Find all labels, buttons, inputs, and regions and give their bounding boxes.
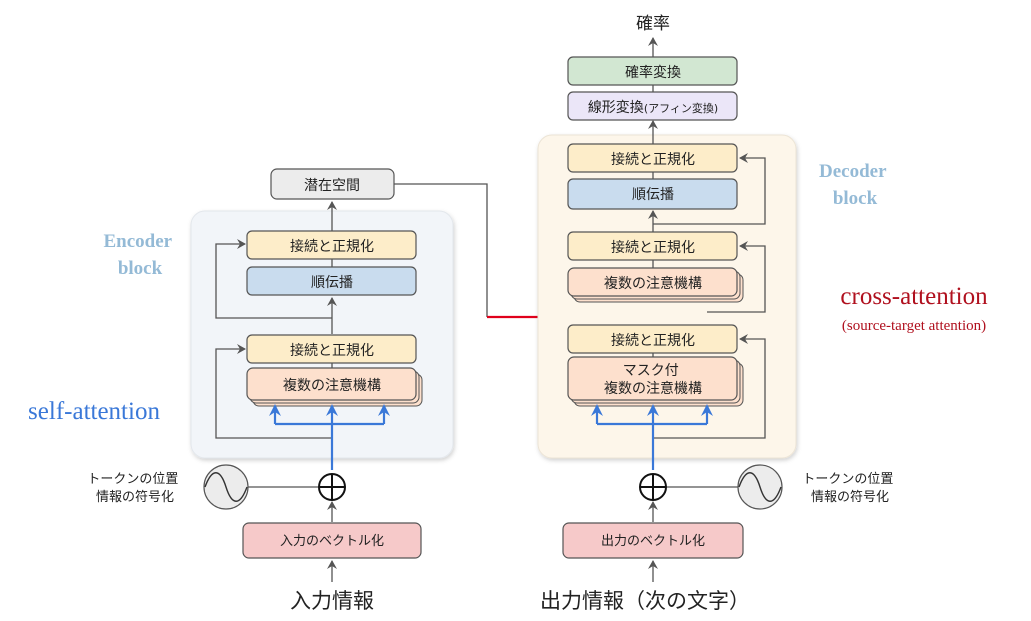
encoder-add-icon [318, 473, 346, 501]
decoder-positional-label: トークンの位置 情報の符号化 [802, 472, 897, 505]
decoder-ffn-box [567, 178, 738, 210]
decoder-cross-attention-label: 複数の注意機構 [604, 275, 702, 292]
decoder-positional-encoding-icon [737, 464, 783, 510]
cross-attention-annotation: cross-attention [840, 283, 988, 310]
linear-label: 線形変換(アフィン変換) [588, 99, 718, 116]
encoder-embedding-label: 入力のベクトル化 [280, 534, 384, 549]
decoder-masked-line2: 複数の注意機構 [604, 380, 702, 397]
encoder-residual-bottom [215, 344, 332, 439]
encoder-norm-top-label: 接続と正規化 [290, 238, 374, 255]
decoder-ffn-label: 順伝播 [632, 187, 674, 203]
encoder-norm-bottom-box [246, 334, 417, 364]
encoder-ffn-box [246, 266, 417, 296]
encoder-positional-label: トークンの位置 情報の符号化 [87, 472, 182, 505]
decoder-embedding-label: 出力のベクトル化 [601, 534, 705, 549]
decoder-residual-top [653, 153, 766, 225]
encoder-norm-bottom-label: 接続と正規化 [290, 342, 374, 359]
decoder-masked-attention-box [567, 356, 738, 401]
encoder-embedding-box [242, 522, 422, 559]
decoder-residual-middle [707, 241, 766, 313]
decoder-input-text: 出力情報（次の文字） [540, 589, 750, 613]
encoder-input-text: 入力情報 [290, 589, 374, 613]
encoder-attention-label: 複数の注意機構 [283, 377, 381, 394]
encoder-ffn-label: 順伝播 [311, 275, 353, 291]
decoder-norm-top-box [567, 143, 738, 173]
encoder-norm-top-box [246, 230, 417, 260]
decoder-norm-middle-label: 接続と正規化 [611, 239, 695, 256]
decoder-norm-middle-box [567, 231, 738, 261]
self-attention-annotation: self-attention [28, 398, 160, 425]
decoder-label-line2: block [833, 188, 878, 209]
decoder-norm-top-label: 接続と正規化 [611, 151, 695, 168]
decoder-block-label: Decoder block [819, 161, 891, 209]
latent-space-label: 潜在空間 [304, 178, 360, 194]
decoder-masked-attention-label: マスク付 複数の注意機構 [604, 363, 702, 397]
decoder-cross-attention-box [567, 267, 738, 297]
encoder-positional-line2: 情報の符号化 [96, 489, 174, 505]
linear-label-main: 線形変換 [588, 99, 644, 116]
probability-output-label: 確率 [636, 14, 670, 34]
encoder-positional-encoding-icon [203, 464, 249, 510]
encoder-block-label: Encoder block [103, 231, 176, 279]
decoder-positional-line1: トークンの位置 [802, 472, 893, 487]
encoder-residual-top [215, 239, 332, 319]
encoder-attention-box [246, 367, 417, 401]
decoder-norm-bottom-box [567, 324, 738, 354]
decoder-add-icon [639, 473, 667, 501]
decoder-embedding-box [562, 522, 744, 559]
decoder-label-line1: Decoder [819, 161, 887, 182]
decoder-residual-bottom [653, 334, 766, 439]
encoder-label-line1: Encoder [103, 231, 172, 252]
cross-attention-subtitle: (source-target attention) [842, 318, 986, 334]
decoder-positional-line2: 情報の符号化 [811, 489, 889, 505]
decoder-norm-bottom-label: 接続と正規化 [611, 332, 695, 349]
latent-to-decoder-line [394, 183, 488, 317]
encoder-label-line2: block [118, 258, 163, 279]
encoder-positional-line1: トークンの位置 [87, 472, 178, 487]
linear-label-sub: (アフィン変換) [644, 101, 718, 115]
decoder-masked-line1: マスク付 [623, 363, 679, 379]
softmax-label: 確率変換 [625, 64, 681, 81]
